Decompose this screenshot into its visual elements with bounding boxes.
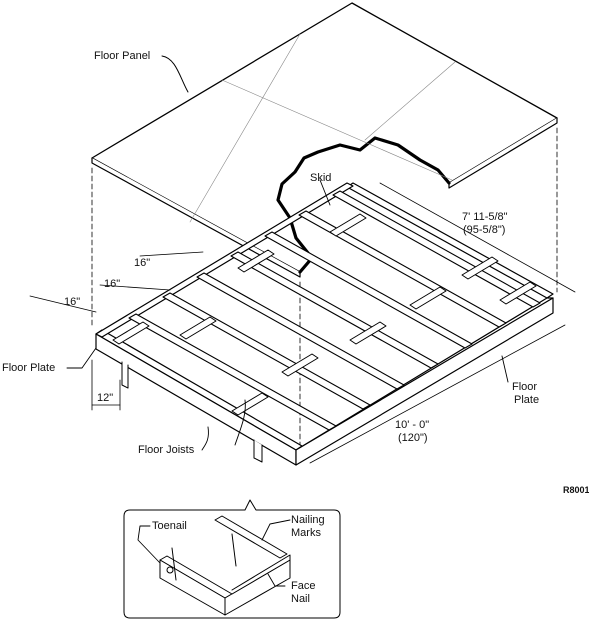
nailing-marks-label-line1: Nailing bbox=[291, 514, 325, 526]
floor-panel-leader bbox=[161, 55, 189, 93]
floor-panel-label: Floor Panel bbox=[94, 50, 151, 62]
toenail-label: Toenail bbox=[152, 520, 187, 532]
spacing-16-label-top: 16" bbox=[134, 257, 151, 269]
detail-leaders bbox=[137, 519, 291, 587]
nailing-marks-label-line2: Marks bbox=[291, 527, 321, 539]
width-dimension-inches-label: (120") bbox=[398, 432, 428, 444]
width-dimension-label: 10' - 0" bbox=[395, 419, 430, 431]
floor-panel-torn-edge bbox=[276, 136, 451, 274]
face-nail-label-line2: Nail bbox=[291, 593, 310, 605]
floor-panel-seam-lines bbox=[189, 33, 456, 223]
length-dimension-label: 7' 11-5/8" bbox=[462, 211, 508, 223]
floor-plate-right-label-line1: Floor bbox=[512, 381, 538, 393]
end-joist-back bbox=[95, 182, 354, 338]
floor-joists-label: Floor Joists bbox=[138, 444, 195, 456]
spacing-16-label-middle: 16" bbox=[104, 278, 121, 290]
dimension-lines bbox=[29, 182, 576, 464]
length-dimension-inches-label: (95-5/8") bbox=[463, 224, 506, 236]
floor-plate-right-label-line2: Plate bbox=[514, 394, 540, 406]
floor-plate-right bbox=[346, 182, 554, 299]
floor-joists bbox=[128, 190, 541, 431]
spacing-16-label-left: 16" bbox=[64, 296, 81, 308]
detail-illustration bbox=[159, 515, 291, 616]
leader-lines bbox=[66, 179, 509, 451]
end-joist-front-face bbox=[295, 297, 554, 466]
floor-panel-right-edge bbox=[448, 117, 558, 189]
overhang-12-label: 12" bbox=[97, 392, 114, 404]
skid-left-post bbox=[121, 361, 129, 389]
skid-right-post bbox=[253, 439, 263, 463]
figure-code: R8001 bbox=[563, 485, 589, 495]
skid-label: Skid bbox=[310, 172, 332, 184]
floor-plate-left-label: Floor Plate bbox=[2, 362, 56, 374]
face-nail-label-line1: Face bbox=[291, 580, 316, 592]
blocking bbox=[112, 213, 537, 416]
